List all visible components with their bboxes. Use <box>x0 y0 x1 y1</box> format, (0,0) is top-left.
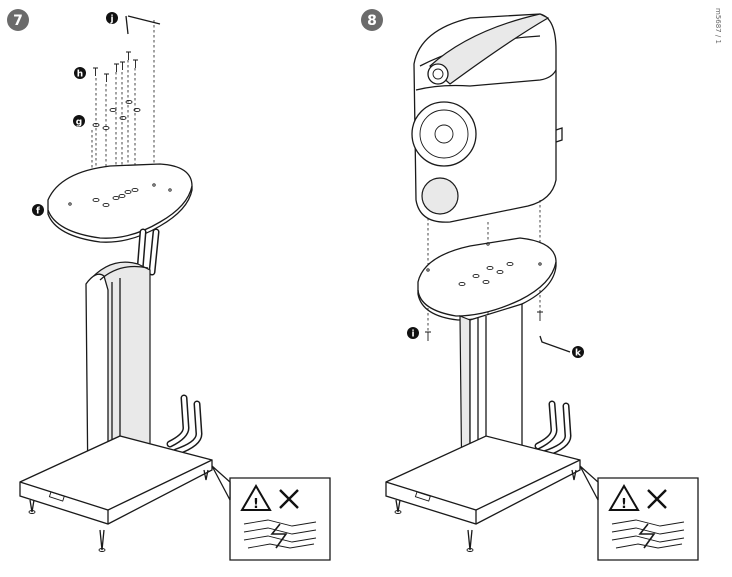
warning-box-8: ! <box>579 465 699 561</box>
svg-text:!: ! <box>253 497 259 512</box>
cables-8 <box>534 400 572 458</box>
step-7-panel: 7 j h g f <box>7 9 331 561</box>
cross-icon <box>647 489 667 509</box>
top-plate-8 <box>417 237 557 321</box>
warning-triangle-icon: ! <box>608 484 640 512</box>
base-7 <box>19 435 213 552</box>
bolts-h <box>93 51 138 82</box>
step-8-badge <box>361 9 383 31</box>
step-8-number: 8 <box>367 13 377 29</box>
step-8-panel: 8 <box>361 9 699 561</box>
cables-top-7 <box>136 228 160 276</box>
allen-key-j <box>125 15 161 35</box>
cross-icon <box>279 489 299 509</box>
cables-bottom-7 <box>166 394 203 456</box>
uneven-floor-icon <box>611 519 685 549</box>
warning-box-7: ! <box>211 465 331 561</box>
label-f: f <box>36 207 40 217</box>
label-g: g <box>76 118 82 128</box>
speaker <box>411 13 563 223</box>
top-plate-f <box>47 163 193 243</box>
allen-key-k <box>539 335 571 353</box>
step-7-number: 7 <box>13 13 23 29</box>
label-i: i <box>411 330 414 340</box>
step-7-badge <box>7 9 29 31</box>
base-8 <box>385 435 581 552</box>
document-id: m5687 / 1 <box>714 8 722 44</box>
warning-triangle-icon: ! <box>240 484 272 512</box>
svg-text:!: ! <box>621 497 627 512</box>
uneven-floor-icon <box>243 519 317 549</box>
label-k: k <box>575 349 582 359</box>
label-h: h <box>77 70 83 80</box>
label-j: j <box>109 15 113 25</box>
guide-lines-7 <box>91 20 155 238</box>
washers-g <box>92 99 141 131</box>
